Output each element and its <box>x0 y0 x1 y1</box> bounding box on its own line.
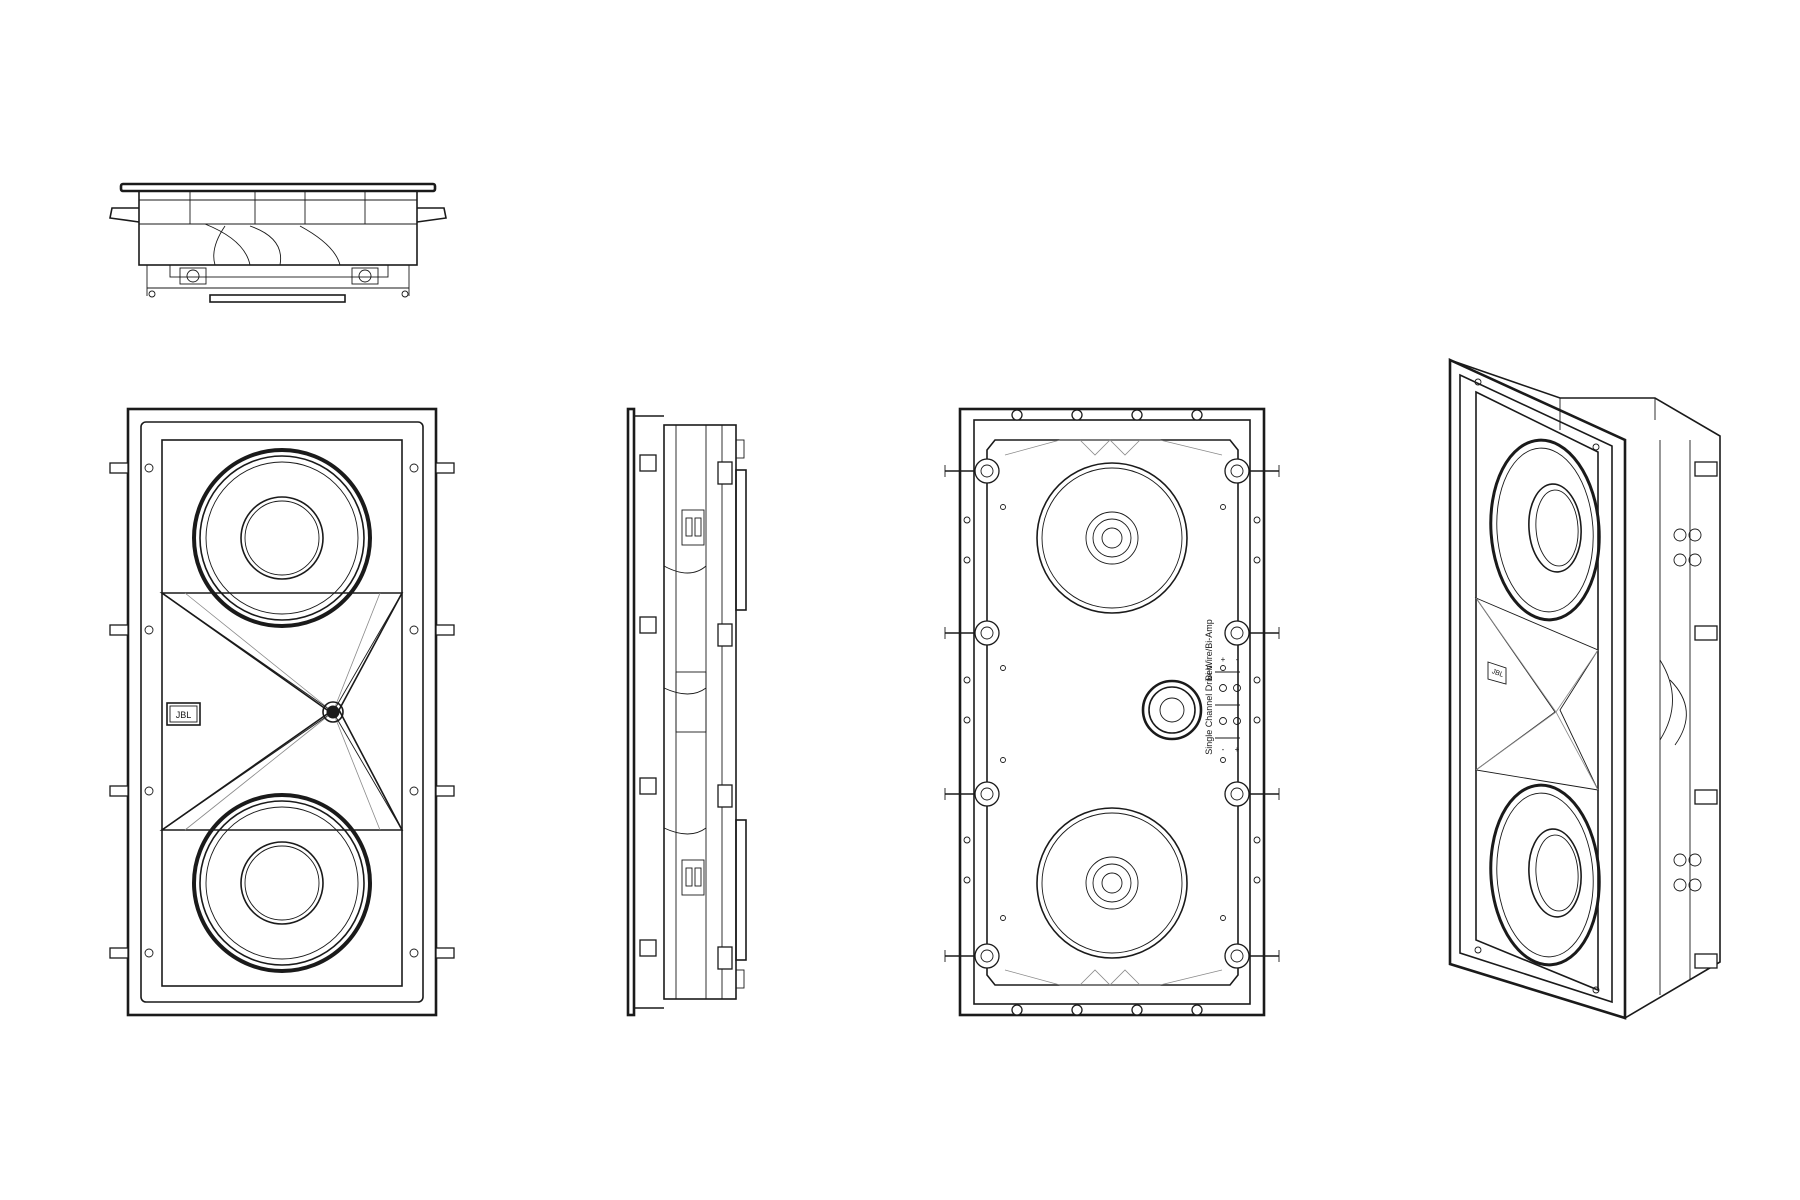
top-view-crossover-board <box>169 264 389 278</box>
front-view-outer-frame <box>126 407 438 1017</box>
rear-view-outer-frame <box>958 407 1266 1017</box>
perspective-view-woofer-top <box>1489 438 1601 622</box>
terminal-minus-label-lower: - <box>1222 745 1225 754</box>
front-view-logo-badge: JBL <box>166 702 201 726</box>
rear-view-mount-holes <box>1000 504 1226 921</box>
front-view-grille-edge <box>140 421 424 1003</box>
top-view-enclosure <box>138 190 418 266</box>
rear-view-edge-screws <box>963 409 1261 1016</box>
side-view-magnet-bottom <box>735 819 747 961</box>
terminal-minus-label: - <box>1236 655 1239 664</box>
perspective-view-grille-edge <box>1459 373 1613 1004</box>
perspective-view-clamps <box>1659 461 1718 969</box>
top-view-clamp-left <box>109 207 140 223</box>
rear-view-tweeter-magnet <box>1141 679 1203 741</box>
front-view-tweeter <box>322 701 344 723</box>
perspective-view-woofer-bottom <box>1489 783 1601 967</box>
terminal-plus-label-lower: + <box>1235 745 1240 754</box>
top-view-clamp-right <box>416 207 447 223</box>
top-view-magnet <box>209 294 346 303</box>
top-view-flange <box>119 182 437 193</box>
side-view-clamps <box>639 454 733 970</box>
perspective-view-front-frame <box>1448 357 1627 1020</box>
perspective-view-enclosure <box>1449 359 1721 1020</box>
side-view-terminals <box>663 509 707 896</box>
perspective-view-logo-badge: JBL <box>1487 661 1507 685</box>
side-view-magnet-top <box>735 469 747 611</box>
front-view-baffle <box>161 439 403 987</box>
top-view <box>109 182 447 303</box>
perspective-view: JBL <box>1448 357 1721 1020</box>
side-view-flange <box>626 407 636 1017</box>
front-view-logo-text: JBL <box>176 710 192 720</box>
front-view-woofer-top <box>192 448 372 628</box>
front-view-waveguide <box>159 592 404 831</box>
perspective-view-logo-text: JBL <box>1491 668 1505 679</box>
side-view <box>626 407 747 1017</box>
rear-view-woofer-magnet-top <box>1036 462 1188 614</box>
front-view: JBL <box>109 407 455 1017</box>
rear-view-clamps <box>944 458 1280 969</box>
terminal-plus-label: + <box>1221 655 1226 664</box>
rear-view-terminal-panel: + - + - Single Channel Driven Bi-Wire/Bi… <box>1204 619 1241 755</box>
rear-view-woofer-magnet-bottom <box>1036 807 1188 959</box>
side-view-enclosure <box>663 424 737 1000</box>
perspective-view-waveguide <box>1474 596 1599 791</box>
rear-view: + - + - Single Channel Driven Bi-Wire/Bi… <box>944 407 1280 1017</box>
biwire-label: Bi-Wire/Bi-Amp <box>1204 619 1214 681</box>
perspective-view-baffle <box>1475 390 1599 992</box>
front-view-woofer-bottom <box>192 793 372 973</box>
single-channel-label: Single Channel Driven <box>1204 665 1214 755</box>
rear-view-inner-frame <box>973 419 1251 1005</box>
front-view-clamps <box>109 462 455 959</box>
